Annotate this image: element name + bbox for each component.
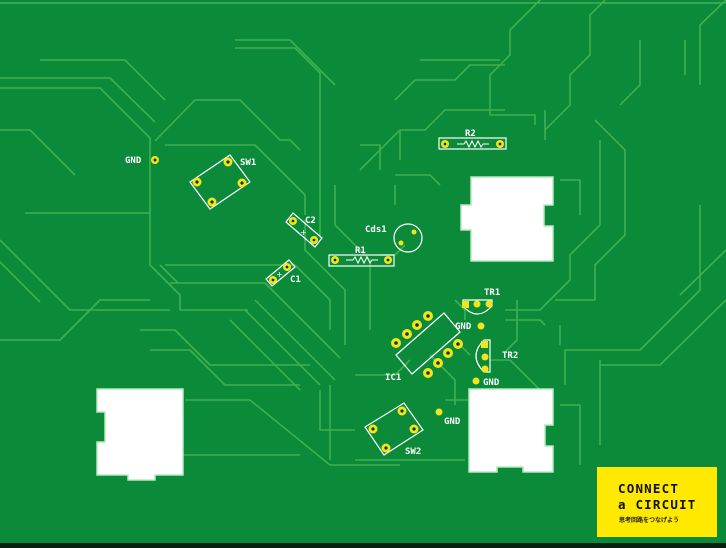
- switch-sw2[interactable]: [364, 402, 424, 456]
- cds1-pad-1[interactable]: [411, 229, 417, 235]
- cutout-bottom-right: [468, 388, 554, 473]
- tr2-pad-3[interactable]: [481, 365, 489, 373]
- ic1-label: IC1: [385, 373, 401, 383]
- sw2-outline: [364, 402, 424, 456]
- logo-background: [597, 467, 717, 537]
- capacitor-c2[interactable]: +: [285, 212, 323, 248]
- sw1-label: SW1: [240, 158, 256, 168]
- tr2-pad-2[interactable]: [481, 353, 489, 361]
- sw2-gnd-pad[interactable]: [435, 408, 443, 416]
- tr2-gnd-label: GND: [483, 378, 500, 388]
- r2-label: R2: [465, 129, 476, 139]
- logo-line-2: a CIRCUIT: [618, 497, 697, 512]
- sw2-label: SW2: [405, 447, 421, 457]
- r2-outline: [438, 137, 507, 150]
- c2-polarity-mark: +: [300, 228, 307, 237]
- board-bottom-edge: [0, 543, 726, 548]
- transistor-tr1[interactable]: [462, 299, 493, 315]
- c2-outline: [285, 212, 323, 248]
- transistor-tr2[interactable]: [475, 339, 491, 373]
- c1-label: C1: [290, 275, 301, 285]
- r1-outline: [328, 254, 395, 267]
- resistor-r1[interactable]: [328, 254, 395, 267]
- c2-label: C2: [305, 216, 316, 226]
- cds1-label: Cds1: [365, 225, 387, 235]
- connect-a-circuit-logo: CONNECT a CIRCUIT 思考回路をつなげよう: [597, 467, 717, 537]
- copper-traces: [0, 0, 726, 466]
- cutout-bottom-left: [96, 388, 184, 481]
- resistor-r2[interactable]: [438, 137, 507, 150]
- logo-line-1: CONNECT: [618, 481, 679, 496]
- cds1-pad-2[interactable]: [398, 240, 404, 246]
- c1-outline: [265, 259, 296, 287]
- switch-sw1[interactable]: [189, 154, 251, 210]
- r2-symbol: [457, 139, 489, 149]
- tr1-pad-3[interactable]: [485, 300, 493, 308]
- tr1-label: TR1: [484, 288, 500, 298]
- tr1-gnd-label: GND: [455, 322, 472, 332]
- r1-symbol: [346, 255, 378, 265]
- sw2-gnd-label: GND: [444, 417, 461, 427]
- tr1-gnd-pad[interactable]: [477, 322, 485, 330]
- tr2-gnd-pad[interactable]: [472, 377, 480, 385]
- ic1-outline: [395, 312, 461, 375]
- logo-tagline: 思考回路をつなげよう: [619, 516, 679, 524]
- tr1-pad-1[interactable]: [462, 301, 469, 308]
- cds1-outline: [393, 223, 423, 253]
- c1-polarity-mark: +: [276, 270, 283, 279]
- chip-ic1[interactable]: [391, 311, 463, 378]
- photoresistor-cds1[interactable]: [393, 223, 423, 253]
- tr2-pad-1[interactable]: [481, 341, 488, 348]
- gnd-label-left: GND: [125, 156, 142, 166]
- capacitor-c1[interactable]: +: [265, 259, 296, 287]
- sw1-outline: [189, 154, 251, 210]
- r1-label: R1: [355, 246, 366, 256]
- tr1-pad-2[interactable]: [473, 300, 481, 308]
- tr2-label: TR2: [502, 351, 518, 361]
- cutout-top-right: [460, 176, 554, 262]
- board-cutouts: [96, 176, 554, 481]
